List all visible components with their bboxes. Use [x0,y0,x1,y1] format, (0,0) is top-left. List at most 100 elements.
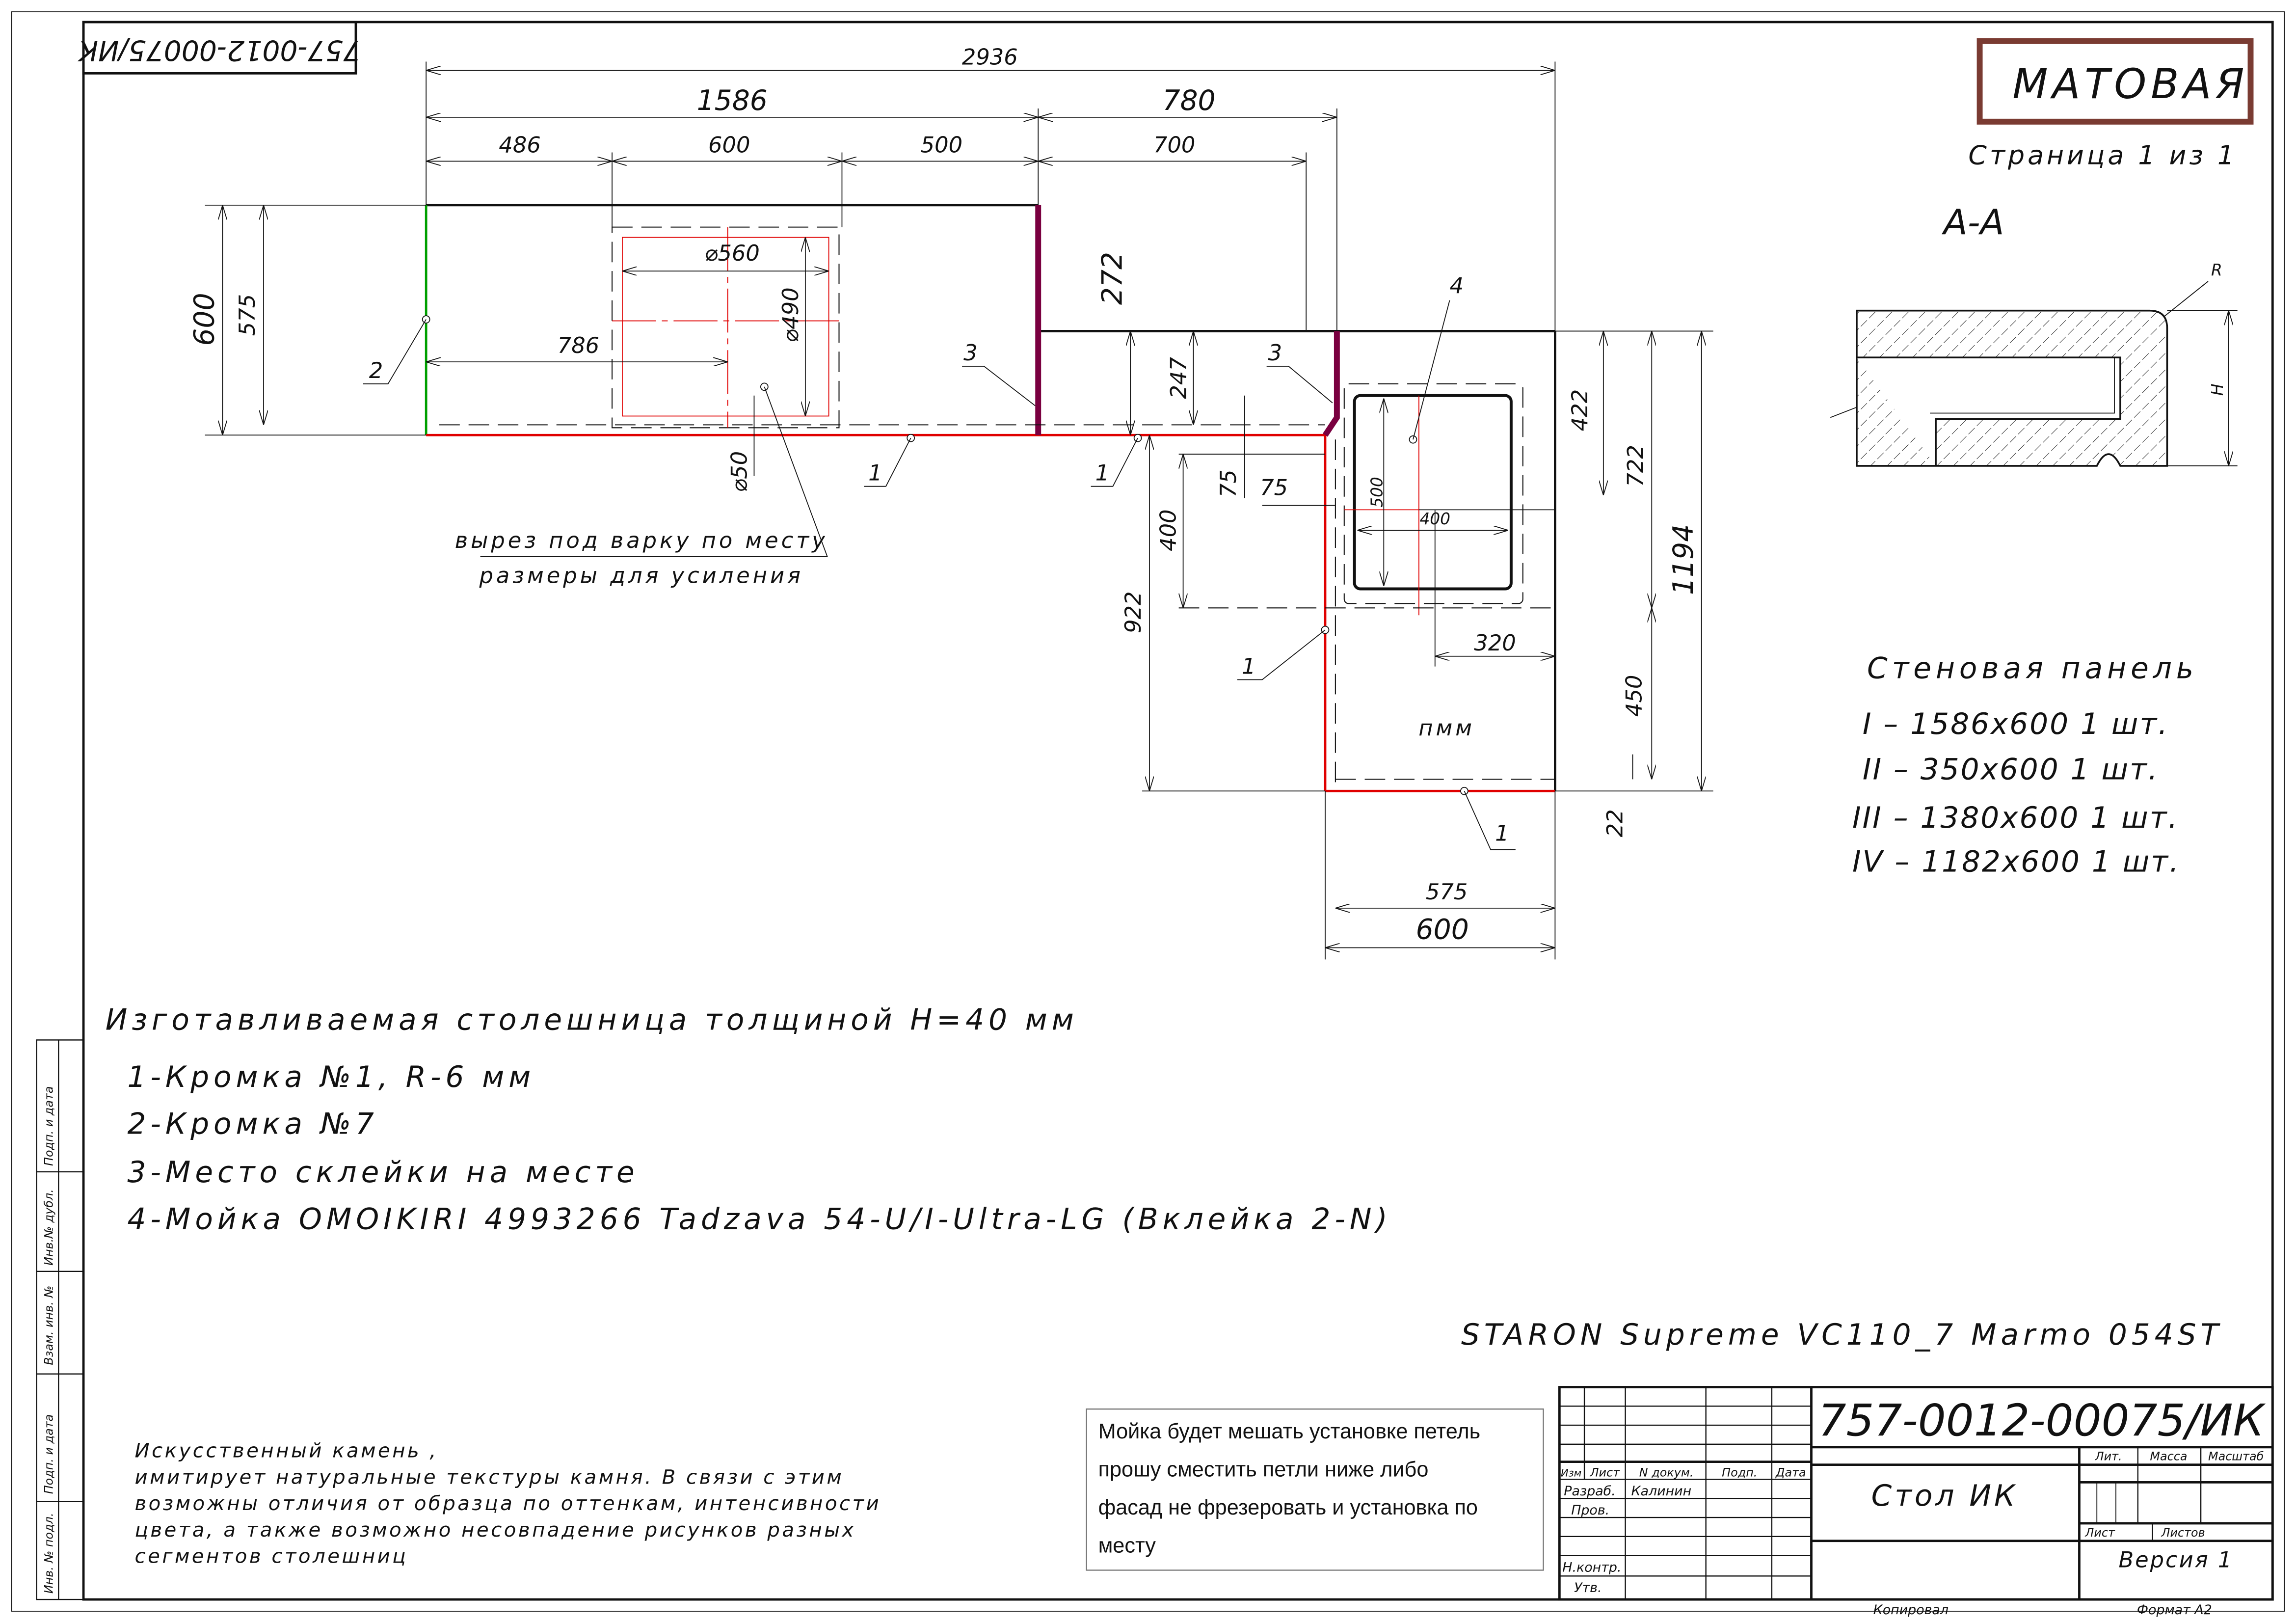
stone-note: Искусственный камень , имитирует натурал… [134,1440,881,1568]
comment-box: Мойка будет мешать установке петель прош… [1086,1408,1544,1571]
dim-right-total: 780 [1162,84,1215,117]
drawing-name: Стол ИК [1871,1479,2018,1513]
dim-left-depth-inner: 575 [234,294,260,336]
dim-422: 422 [1567,389,1593,431]
dim-bottom-575: 575 [1426,879,1468,905]
material-label: STARON Supreme VC110_7 Marmo 054ST [1461,1318,2223,1352]
dim-560: ⌀560 [705,240,760,266]
dim-bottom-600: 600 [1416,914,1469,946]
hob-note-2: размеры для усиления [479,563,803,589]
page-info: Страница 1 из 1 [1968,139,2237,170]
header-cell: Лист [1590,1465,1621,1479]
role-label: Пров. [1571,1503,1609,1518]
strip-label: Инв. № подл. [42,1513,55,1594]
dim-sink-500: 500 [1367,477,1386,508]
dim-786: 786 [558,332,599,358]
dim-50: ⌀50 [726,451,752,492]
wall-panel-item: II – 350x600 1 шт. [1863,753,2159,786]
hob-note-1: вырез под варку по месту [455,527,828,553]
edge-section: R H [1830,261,2238,467]
dimension-labels: 2936 1586 780 486 600 500 700 600 575 27… [188,44,1700,946]
dim-1194: 1194 [1667,524,1700,595]
comment-line: месту [1098,1534,1156,1558]
wall-panel-list: Стеновая панель I – 1586x600 1 шт. II – … [1852,652,2198,879]
callout-4: 4 [1450,272,1464,298]
dim-75-horizontal: 75 [1260,475,1288,501]
developer-name: Калинин [1631,1484,1692,1499]
callout-3: 3 [963,340,977,366]
callout-1: 1 [1095,460,1109,486]
dim-overall: 2936 [962,44,1018,70]
dim-75-vertical: 75 [1215,469,1241,497]
note-item: 1-Кромка №1, R-6 мм [128,1060,535,1094]
wall-panel-item: IV – 1182x600 1 шт. [1852,845,2180,879]
countertop-plan [425,204,1556,792]
dim-22: 22 [1602,809,1628,837]
comment-line: Мойка будет мешать установке петель [1098,1420,1481,1443]
dim-922: 922 [1120,592,1146,633]
doc-number: 757-0012-00075/ИК [1818,1395,2266,1446]
callouts: 2 1 1 1 1 3 3 4 пмм вырез под варку по м… [363,272,1516,850]
dim-seg2: 600 [708,132,750,158]
wall-panel-title: Стеновая панель [1867,652,2198,686]
scale-header: Масштаб [2208,1450,2264,1463]
dim-490: ⌀490 [777,287,803,342]
finish-badge [1976,38,2254,125]
dim-450: 450 [1621,675,1647,717]
callout-2: 2 [369,357,383,383]
stone-note-line: Искусственный камень , [134,1440,438,1462]
side-strip: Инв. № подл. Подп. и дата Взам. инв. № И… [42,1086,55,1594]
dim-seg4: 700 [1153,132,1195,158]
strip-label: Подп. и дата [42,1414,55,1494]
header-cell: Изм [1561,1467,1581,1479]
stone-note-line: возможны отличия от образца по оттенкам,… [134,1492,881,1515]
dim-247: 247 [1166,357,1192,399]
role-label: Н.контр. [1562,1560,1621,1575]
lit-header: Лит. [2095,1450,2122,1463]
header-cell: N докум. [1639,1465,1694,1479]
wall-panel-item: III – 1380x600 1 шт. [1852,801,2179,835]
dim-left-total: 1586 [697,84,768,117]
dim-sink-400: 400 [1419,510,1450,528]
height-label: H [2208,383,2227,396]
sheet-header: Лист [2084,1526,2115,1540]
dim-272: 272 [1096,252,1128,305]
callout-1: 1 [1242,653,1255,679]
pmm-label: пмм [1418,715,1475,741]
finish-label: МАТОВАЯ [2012,60,2248,108]
general-notes: Изготавливаемая столешница толщиной H=40… [106,1003,2223,1352]
dim-722: 722 [1622,445,1648,487]
dim-400: 400 [1155,509,1181,551]
comment-line: прошу сместить петли ниже либо [1098,1458,1429,1481]
copied-label: Копировал [1873,1602,1949,1618]
role-label: Утв. [1574,1580,1602,1596]
dim-seg1: 486 [499,132,540,158]
note-item: 3-Место склейки на месте [128,1156,639,1190]
dim-320: 320 [1474,630,1516,656]
top-stamp-box [82,21,357,75]
sheets-header: Листов [2161,1526,2205,1540]
mass-header: Масса [2150,1450,2187,1463]
dimension-lines [205,61,1713,960]
section-title: А-А [1942,202,2004,243]
dim-seg3: 500 [921,132,962,158]
dim-left-depth-outer: 600 [188,293,221,346]
role-label: Разраб. [1564,1484,1615,1499]
format-label: Формат А2 [2137,1602,2212,1618]
stone-note-line: цвета, а также возможно несовпадение рис… [134,1519,855,1542]
strip-label: Подп. и дата [42,1086,55,1166]
comment-line: фасад не фрезеровать и установка по [1098,1496,1478,1519]
callout-3: 3 [1268,340,1282,366]
radius-label: R [2211,261,2222,279]
stone-note-line: имитирует натуральные текстуры камня. В … [134,1466,844,1488]
top-stamp: 757-0012-00075/ИК [77,34,361,66]
header-cell: Подп. [1722,1465,1757,1479]
thickness-note: Изготавливаемая столешница толщиной H=40… [106,1003,1078,1037]
note-item: 4-Мойка OMOIKIRI 4993266 Tadzava 54-U/I-… [128,1202,1392,1236]
note-item: 2-Кромка №7 [128,1107,378,1141]
sheet-frame [11,11,2285,1612]
callout-1: 1 [1495,820,1509,846]
strip-label: Взам. инв. № [42,1286,55,1365]
stone-note-line: сегментов столешниц [134,1545,408,1568]
